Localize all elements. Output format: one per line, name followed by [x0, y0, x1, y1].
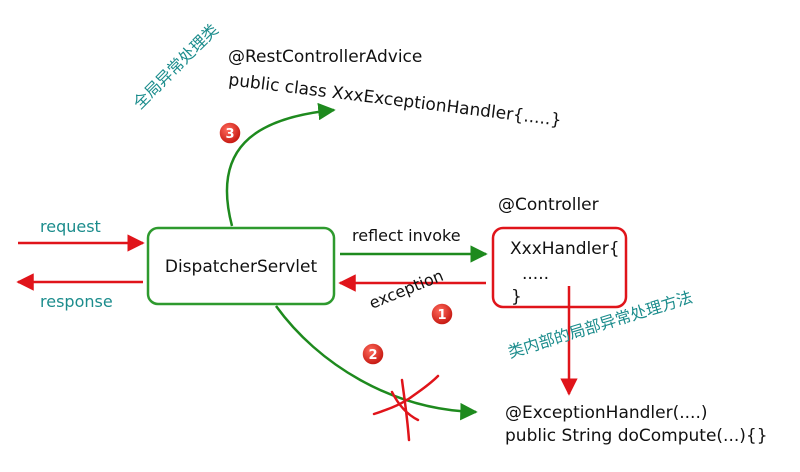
badge-1: 1 — [430, 302, 454, 326]
svg-text:2: 2 — [368, 348, 377, 363]
controller-annotation: @Controller — [498, 195, 599, 215]
exception-handler-annotation: @ExceptionHandler(....) — [505, 403, 707, 423]
local-handler-arrow — [274, 305, 478, 421]
exception-handler-signature: public String doCompute(...){} — [505, 426, 768, 446]
global-handler-note: 全局异常处理类 — [129, 20, 222, 113]
global-advice-arrow — [225, 102, 336, 227]
svg-text:1: 1 — [437, 308, 446, 323]
svg-text:3: 3 — [225, 127, 234, 142]
request-label: request — [40, 217, 101, 236]
reflect-invoke-label: reflect invoke — [352, 226, 461, 245]
controller-line-3: } — [511, 287, 522, 307]
response-label: response — [40, 292, 113, 311]
controller-line-2: ..... — [522, 264, 549, 284]
dispatcher-servlet-box — [146, 226, 336, 306]
dispatcher-servlet-label: DispatcherServlet — [165, 257, 318, 277]
controller-box — [491, 226, 628, 309]
advice-annotation: @RestControllerAdvice — [228, 47, 422, 67]
badge-3: 3 — [218, 121, 242, 145]
badge-2: 2 — [361, 342, 385, 366]
blocked-path-cross-mark — [372, 374, 440, 442]
controller-line-1: XxxHandler{ — [510, 239, 620, 259]
